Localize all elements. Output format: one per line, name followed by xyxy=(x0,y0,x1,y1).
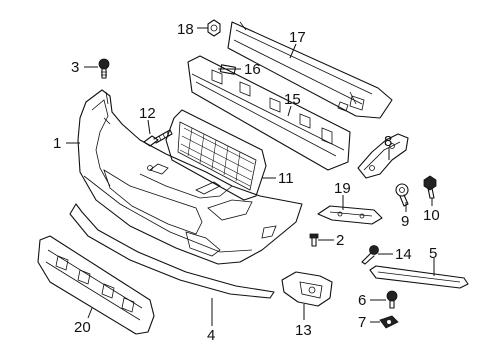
part-8-bracket xyxy=(357,133,409,179)
part-19-side-bracket xyxy=(317,205,383,225)
part-15-energy-absorber xyxy=(187,55,351,171)
callout-4: 4 xyxy=(207,327,215,344)
callout-5: 5 xyxy=(429,245,437,262)
part-11-grille xyxy=(165,109,267,201)
callout-19: 19 xyxy=(334,180,351,197)
part-2-clip xyxy=(309,233,319,247)
callout-14: 14 xyxy=(395,246,412,263)
part-13-fog-lamp-cover xyxy=(281,271,333,307)
callout-15: 15 xyxy=(284,91,301,108)
part-12-screw xyxy=(143,129,173,147)
part-18-nut xyxy=(207,19,221,37)
callout-10: 10 xyxy=(423,207,440,224)
part-6-screw xyxy=(386,290,398,309)
callout-13: 13 xyxy=(295,322,312,339)
callout-1: 1 xyxy=(53,135,61,152)
callout-8: 8 xyxy=(384,133,392,150)
callout-2: 2 xyxy=(336,232,344,249)
part-1-bumper-cover xyxy=(77,89,303,265)
part-10-bolt xyxy=(423,175,437,199)
callout-16: 16 xyxy=(244,61,261,78)
callout-17: 17 xyxy=(289,29,306,46)
callout-18: 18 xyxy=(177,21,194,38)
part-16-clip xyxy=(219,64,236,75)
callout-11: 11 xyxy=(278,170,294,187)
callout-9: 9 xyxy=(401,213,409,230)
part-3-screw xyxy=(98,58,110,79)
part-14-screw xyxy=(361,245,379,265)
callout-7: 7 xyxy=(358,314,366,331)
callout-20: 20 xyxy=(74,319,91,336)
callout-12: 12 xyxy=(139,105,156,122)
part-20-lower-bracket xyxy=(37,235,155,335)
part-7-nut xyxy=(379,315,399,329)
part-4-lower-spoiler xyxy=(69,203,275,299)
part-5-side-molding xyxy=(369,265,469,289)
callout-3: 3 xyxy=(71,59,79,76)
leader-lines xyxy=(66,27,435,326)
callout-labels: 1 2 3 4 5 6 7 8 9 10 11 12 13 14 15 16 1… xyxy=(53,21,440,344)
callout-6: 6 xyxy=(358,292,366,309)
part-17-reinforcement-beam xyxy=(227,21,393,119)
